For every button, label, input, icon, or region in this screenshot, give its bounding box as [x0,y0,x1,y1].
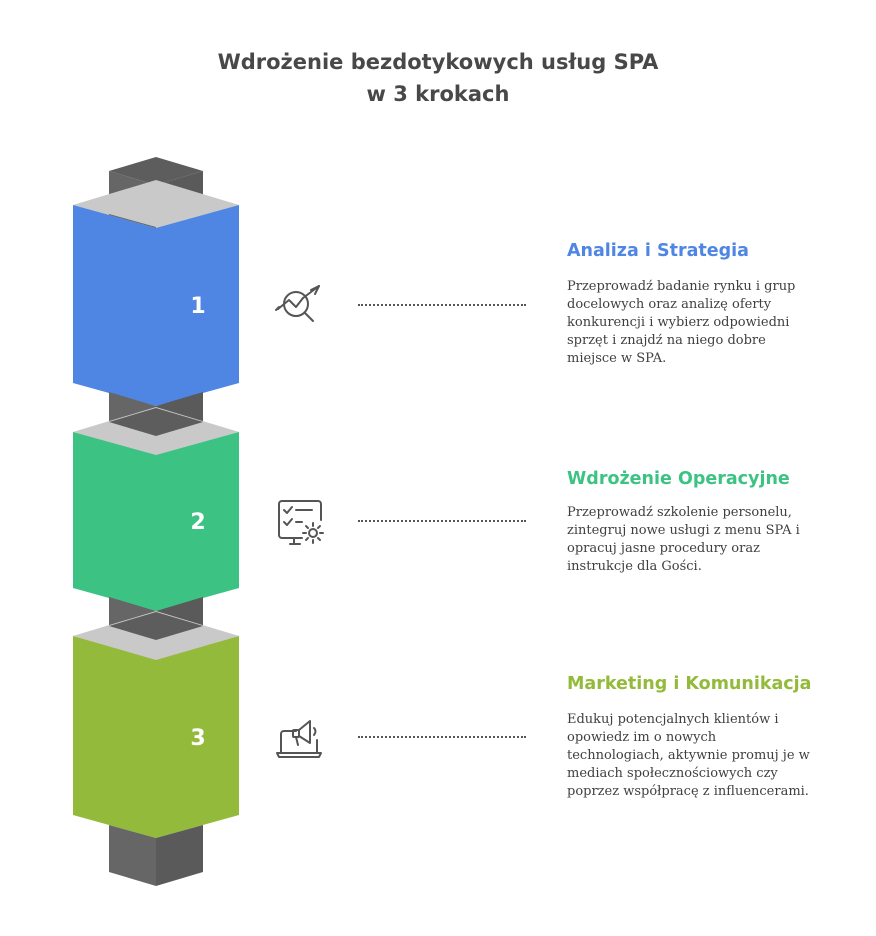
post-bottom-left [109,825,156,886]
post-23-inner [109,612,203,640]
step-2-description-line: Przeprowadź szkolenie personelu, [567,505,792,520]
step-1-connector [358,304,526,306]
step-3-description-line: poprzez współpracę z influencerami. [567,784,809,799]
step-3-number: 3 [190,726,205,751]
step-1-title: Analiza i Strategia [567,241,749,261]
megaphone-laptop-icon [276,720,322,758]
checklist-gear-monitor-icon [278,500,324,545]
step-1-description-line: sprzęt i znajdź na niego dobre [567,333,766,348]
step-3-description-line: opowiedz im o nowych [567,730,717,745]
block-3-right [156,636,239,838]
step-1-description-line: Przeprowadź badanie rynku i grup [567,279,796,294]
step-3-description-line: Edukuj potencjalnych klientów i [567,712,779,727]
step-2-number: 2 [190,510,205,535]
step-1-description-line: miejsce w SPA. [567,351,667,366]
diagram-title-line-2: w 3 krokach [366,82,510,106]
step-3-description-line: technologiach, aktywnie promuj je w [567,748,810,763]
step-2-description: Przeprowadź szkolenie personelu, zintegr… [567,504,827,576]
analysis-magnifier-chart-icon [275,285,320,322]
block-3-left [73,636,156,838]
step-3-description: Edukuj potencjalnych klientów i opowiedz… [567,711,827,801]
post-12-inner [109,408,203,436]
step-2-description-line: instrukcje dla Gości. [567,559,702,574]
post-1-left [109,214,156,228]
block-2-right [156,432,239,611]
step-1-description-line: konkurencji i wybierz odpowiedni [567,315,790,330]
step-3-title: Marketing i Komunikacja [567,674,812,694]
block-2-left [73,432,156,611]
step-3-description-line: mediach społecznościowych czy [567,766,778,781]
post-bottom-right [156,825,203,886]
block-1-left [73,205,156,406]
step-1-description: Przeprowadź badanie rynku i grup docelow… [567,278,827,368]
step-2-description-line: opracuj jasne procedury oraz [567,541,760,556]
block-1-right [156,205,239,406]
step-1-number: 1 [190,294,205,319]
step-2-description-line: zintegruj nowe usługi z menu SPA i [567,523,800,538]
step-2-title: Wdrożenie Operacyjne [567,469,790,489]
diagram-title-line-1: Wdrożenie bezdotykowych usług SPA [217,50,659,74]
step-2-connector [358,520,526,522]
step-1-description-line: docelowych oraz analizę oferty [567,297,772,312]
step-3-connector [358,736,526,738]
